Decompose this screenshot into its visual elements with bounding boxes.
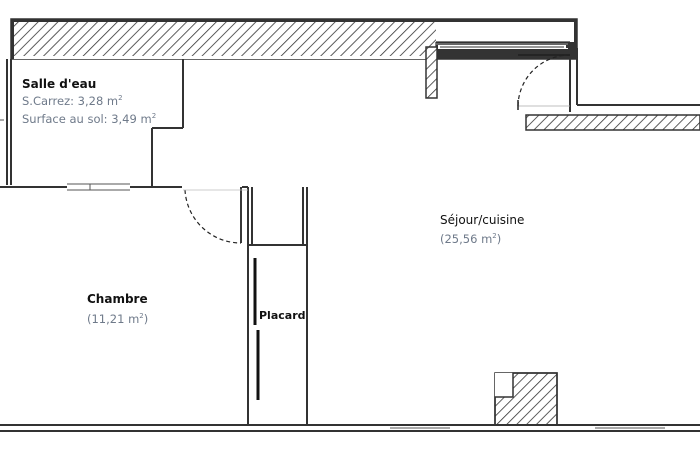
hatched-walls	[10, 18, 700, 426]
sejour-area: (25,56 m2)	[440, 232, 501, 246]
sejour-area-value: (25,56 m	[440, 232, 493, 246]
windows	[0, 119, 665, 429]
doors	[184, 54, 571, 244]
chambre-title: Chambre	[87, 292, 148, 306]
right-ledge-wall	[525, 114, 700, 131]
carrez-value: S.Carrez: 3,28 m	[22, 94, 119, 108]
sejour-area-exp: 2	[492, 232, 497, 241]
chambre-area: (11,21 m2)	[87, 312, 148, 326]
placard-title: Placard	[259, 309, 306, 322]
sejour-area-close: )	[496, 232, 502, 246]
sejour-title: Séjour/cuisine	[440, 213, 525, 227]
salle-deau-title: Salle d'eau	[22, 77, 97, 91]
pilaster	[425, 46, 438, 99]
thin-walls	[0, 48, 700, 432]
salle-deau-floor: Surface au sol: 3,49 m2	[22, 112, 156, 126]
carrez-exp: 2	[118, 94, 123, 103]
chambre-area-close: )	[143, 312, 149, 326]
salle-deau-carrez: S.Carrez: 3,28 m2	[22, 94, 123, 108]
chambre-area-exp: 2	[139, 312, 144, 321]
chambre-area-value: (11,21 m	[87, 312, 140, 326]
floor-value: Surface au sol: 3,49 m	[22, 112, 152, 126]
floor-exp: 2	[151, 112, 157, 121]
chambre-door-swing	[184, 189, 242, 244]
entrance-door-swing	[517, 54, 571, 107]
